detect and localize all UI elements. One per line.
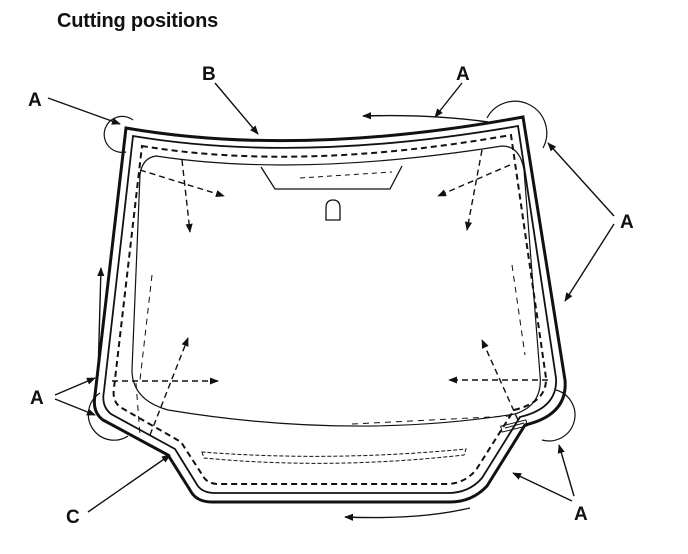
cut-arrow-top-left-right bbox=[139, 169, 225, 198]
label-a-top-left: A bbox=[28, 90, 42, 111]
leader-a-bottom-upper bbox=[557, 444, 575, 497]
label-a-top: A bbox=[456, 64, 470, 85]
leader-c bbox=[87, 454, 171, 513]
cut-direction-arrows bbox=[112, 149, 548, 436]
edge-arrow-left bbox=[97, 267, 105, 377]
edge-arrow-bottom bbox=[344, 507, 471, 521]
leader-a-top bbox=[434, 82, 463, 118]
corner-circle-bottom-left bbox=[87, 392, 129, 441]
cut-arrow-top-right-down bbox=[464, 149, 483, 231]
label-c: C bbox=[66, 507, 80, 528]
cut-arrow-top-right-left bbox=[437, 164, 511, 197]
leader-lines bbox=[47, 82, 615, 513]
windshield-outer-edge bbox=[92, 115, 567, 504]
corner-circle-bottom-right bbox=[541, 389, 576, 442]
corner-circle-top-right bbox=[486, 100, 548, 149]
label-a-right: A bbox=[620, 212, 634, 233]
leader-a-left-upper bbox=[54, 377, 96, 396]
corner-circle-top-left bbox=[103, 115, 134, 153]
leader-a-left-lower bbox=[54, 398, 96, 416]
cut-arrow-top-left-down bbox=[181, 159, 193, 233]
windshield-molding-edge bbox=[102, 124, 557, 494]
label-b: B bbox=[202, 64, 216, 85]
cutting-line bbox=[112, 133, 548, 485]
leader-a-bottom-lower bbox=[512, 472, 573, 502]
leader-b bbox=[214, 82, 259, 135]
glass-inner-border bbox=[131, 145, 541, 427]
mirror-button bbox=[325, 199, 341, 221]
leader-a-right-lower bbox=[564, 223, 615, 302]
inner-dash-lines bbox=[135, 264, 526, 436]
diagram-title: Cutting positions bbox=[57, 10, 219, 32]
cut-arrow-bottom-right-up bbox=[481, 339, 519, 421]
corner-circles bbox=[87, 100, 576, 442]
wiper-rest-strip bbox=[201, 448, 467, 464]
label-a-bottom-right: A bbox=[574, 504, 588, 525]
label-a-left: A bbox=[30, 388, 44, 409]
leader-a-right-upper bbox=[547, 142, 615, 217]
mirror-mount-notch bbox=[260, 165, 403, 190]
edge-direction-arrows bbox=[97, 112, 489, 521]
notch-dash bbox=[299, 171, 393, 179]
cut-arrow-bottom-left-up bbox=[149, 337, 189, 436]
leader-a-top-left bbox=[47, 97, 121, 125]
edge-arrow-top bbox=[362, 112, 489, 123]
cutting-wire-tool bbox=[500, 419, 528, 433]
callout-labels: A B A A A C A bbox=[28, 64, 634, 528]
